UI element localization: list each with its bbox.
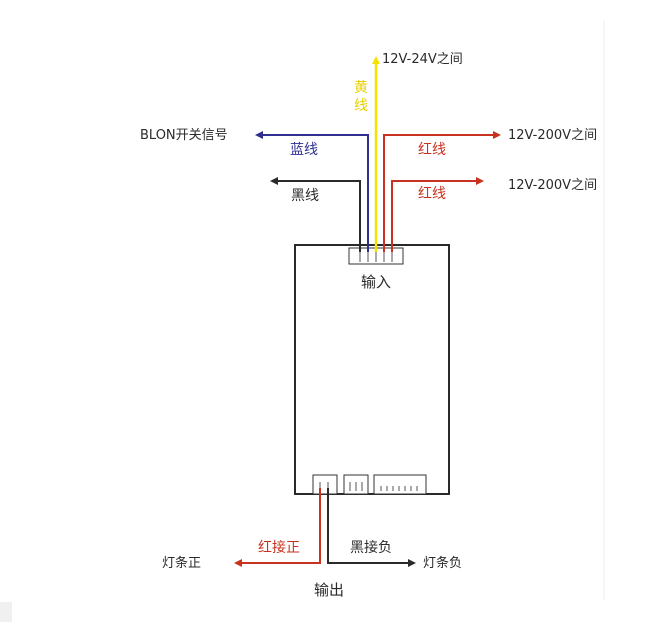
yellow-wire-label-2: 线	[354, 98, 368, 114]
input-connector-pins	[359, 252, 393, 262]
driver-board	[294, 244, 450, 495]
red-wire-2-note: 12V-200V之间	[508, 178, 597, 193]
black-wire	[270, 177, 361, 252]
aux-connector-large-pins	[380, 486, 418, 491]
yellow-wire-label-1: 黄	[354, 79, 368, 96]
input-label: 输入	[361, 273, 391, 291]
output-red-label: 红接正	[258, 539, 300, 556]
aux-connector-large	[373, 474, 427, 495]
corner-mark	[0, 602, 12, 622]
output-label: 输出	[314, 581, 344, 599]
output-red-note: 灯条正	[162, 555, 201, 571]
red-wire-2	[391, 177, 484, 252]
yellow-wire-note: 12V-24V之间	[382, 52, 463, 67]
blue-wire-label: 蓝线	[290, 142, 318, 158]
red-wire-1-note: 12V-200V之间	[508, 128, 597, 143]
red-wire-1	[383, 131, 501, 252]
red-wire-2-label: 红线	[418, 186, 446, 202]
output-black-wire	[327, 488, 416, 567]
aux-connector-small-pins	[349, 482, 363, 491]
black-wire-label: 黑线	[291, 188, 319, 204]
blue-wire-note: BLON开关信号	[140, 128, 228, 143]
output-red-wire	[234, 488, 321, 567]
output-black-label: 黑接负	[350, 539, 392, 556]
output-black-note: 灯条负	[423, 555, 462, 571]
blue-wire	[255, 131, 369, 252]
output-connector	[312, 474, 338, 495]
red-wire-1-label: 红线	[418, 142, 446, 158]
